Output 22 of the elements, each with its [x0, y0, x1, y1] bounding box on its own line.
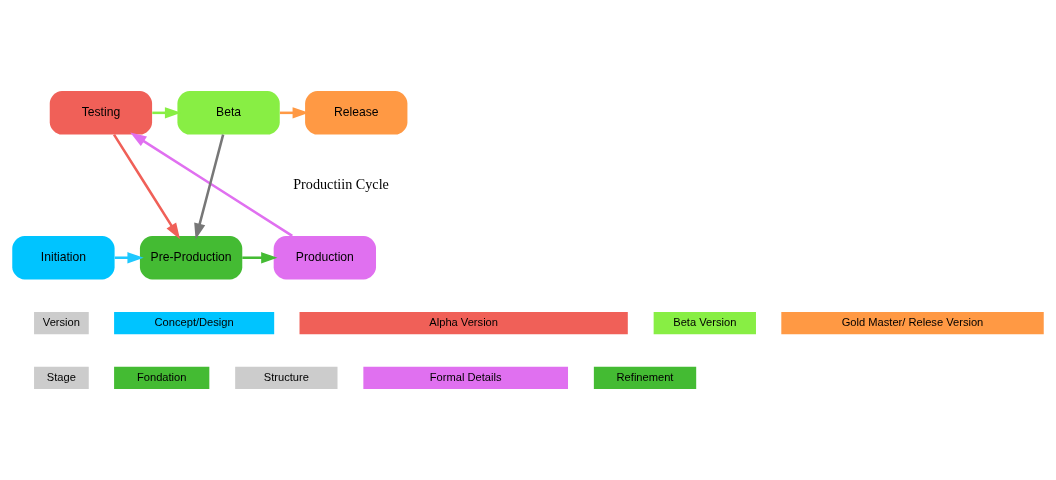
arrow — [114, 252, 144, 264]
node-box: Formal Details — [363, 366, 568, 389]
node-box: Gold Master/ Relese Version — [781, 311, 1044, 335]
node-box: Fondation — [114, 366, 210, 389]
node-box: Testing — [49, 91, 153, 135]
node-box: Initiation — [12, 235, 115, 280]
node-box: Refinement — [593, 366, 697, 389]
label: Productiin Cycle — [293, 176, 389, 193]
node-box: Version — [34, 311, 89, 335]
arrow — [194, 134, 225, 240]
arrow — [130, 132, 293, 237]
node-box: Beta Version — [653, 311, 756, 335]
node-box: Concept/Design — [114, 311, 275, 335]
arrow — [242, 252, 278, 264]
node-box: Alpha Version — [299, 311, 628, 335]
node-box: Pre-Production — [139, 235, 243, 280]
node-box: Structure — [235, 366, 338, 389]
node-box: Production — [273, 235, 376, 280]
node-box: Release — [305, 91, 408, 135]
node-box: Stage — [34, 366, 89, 389]
arrow — [112, 133, 180, 240]
node-box: Beta — [177, 91, 280, 135]
